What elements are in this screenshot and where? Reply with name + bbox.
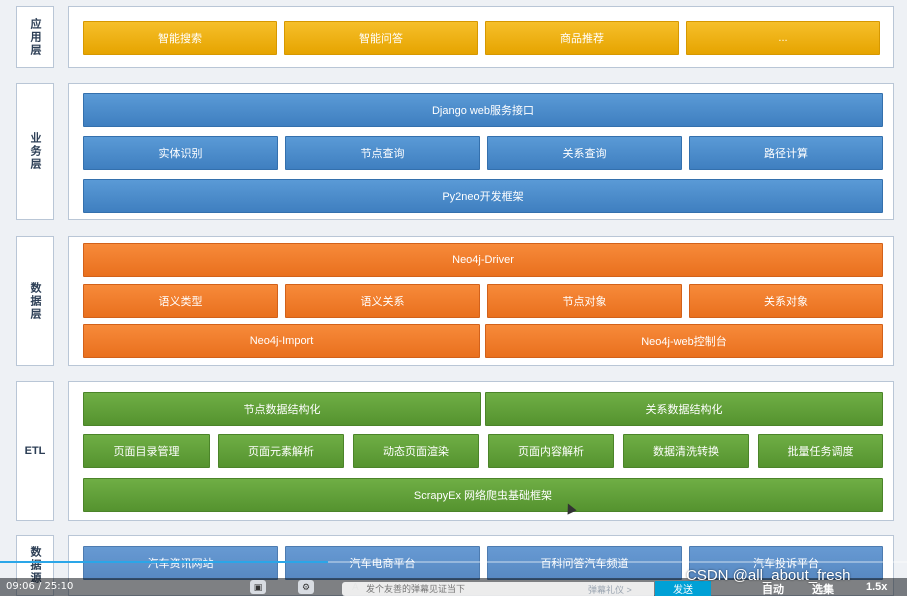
app-block-1: 智能搜索 bbox=[83, 21, 277, 55]
danmu-toggle-icon[interactable]: ▣ bbox=[250, 580, 266, 594]
data-mid-block-1: 语义类型 bbox=[83, 284, 278, 318]
send-button[interactable]: 发送 bbox=[655, 581, 711, 596]
business-mid-block-1: 实体识别 bbox=[83, 136, 278, 170]
watermark: CSDN @all_about_fresh bbox=[686, 567, 851, 584]
data-mid-block-2: 语义关系 bbox=[285, 284, 480, 318]
etl-mid-block-1: 页面目录管理 bbox=[83, 434, 210, 468]
layer-app: 智能搜索 智能问答 商品推荐 ... bbox=[68, 6, 894, 68]
etl-top-block-1: 节点数据结构化 bbox=[83, 392, 481, 426]
danmu-settings-icon[interactable]: ⚙ bbox=[298, 580, 314, 594]
source-block-3: 百科问答汽车频道 bbox=[487, 546, 682, 580]
etl-mid-block-2: 页面元素解析 bbox=[218, 434, 344, 468]
danmu-etiquette-link[interactable]: 弹幕礼仪 > bbox=[588, 585, 632, 595]
business-mid-block-2: 节点查询 bbox=[285, 136, 480, 170]
data-mid-block-3: 节点对象 bbox=[487, 284, 682, 318]
playback-time: 09:06 / 25:10 bbox=[6, 581, 74, 592]
etl-bottom-block: ScrapyEx 网络爬虫基础框架 bbox=[83, 478, 883, 512]
business-mid-block-4: 路径计算 bbox=[689, 136, 883, 170]
layer-label-business: 业务层 bbox=[16, 83, 54, 220]
business-top-block: Django web服务接口 bbox=[83, 93, 883, 127]
layer-label-app: 应用层 bbox=[16, 6, 54, 68]
data-bottom-block-2: Neo4j-web控制台 bbox=[485, 324, 883, 358]
layer-data: Neo4j-Driver 语义类型 语义关系 节点对象 关系对象 Neo4j-I… bbox=[68, 236, 894, 366]
autoplay-button[interactable]: 自动 bbox=[762, 584, 784, 596]
etl-mid-block-4: 页面内容解析 bbox=[488, 434, 614, 468]
data-mid-block-4: 关系对象 bbox=[689, 284, 883, 318]
source-block-1: 汽车资讯网站 bbox=[83, 546, 278, 580]
business-bottom-block: Py2neo开发框架 bbox=[83, 179, 883, 213]
episode-select-button[interactable]: 选集 bbox=[812, 584, 834, 596]
etl-top-block-2: 关系数据结构化 bbox=[485, 392, 883, 426]
layer-business: Django web服务接口 实体识别 节点查询 关系查询 路径计算 Py2ne… bbox=[68, 83, 894, 220]
business-mid-block-3: 关系查询 bbox=[487, 136, 682, 170]
etl-mid-block-3: 动态页面渲染 bbox=[353, 434, 479, 468]
data-bottom-block-1: Neo4j-Import bbox=[83, 324, 480, 358]
app-block-4: ... bbox=[686, 21, 880, 55]
etl-mid-block-5: 数据清洗转换 bbox=[623, 434, 749, 468]
etl-mid-block-6: 批量任务调度 bbox=[758, 434, 883, 468]
progress-bar[interactable] bbox=[0, 561, 907, 563]
source-block-4: 汽车投诉平台 bbox=[689, 546, 883, 580]
playback-speed-button[interactable]: 1.5x bbox=[866, 581, 888, 593]
progress-bar-fill bbox=[0, 561, 329, 563]
danmu-input[interactable] bbox=[342, 582, 654, 596]
layer-label-data: 数据层 bbox=[16, 236, 54, 366]
app-block-3: 商品推荐 bbox=[485, 21, 679, 55]
layer-label-etl: ETL bbox=[16, 381, 54, 521]
layer-etl: 节点数据结构化 关系数据结构化 页面目录管理 页面元素解析 动态页面渲染 页面内… bbox=[68, 381, 894, 521]
layer-source: 汽车资讯网站 汽车电商平台 百科问答汽车频道 汽车投诉平台 bbox=[68, 535, 894, 596]
source-block-2: 汽车电商平台 bbox=[285, 546, 480, 580]
app-block-2: 智能问答 bbox=[284, 21, 478, 55]
data-top-block: Neo4j-Driver bbox=[83, 243, 883, 277]
